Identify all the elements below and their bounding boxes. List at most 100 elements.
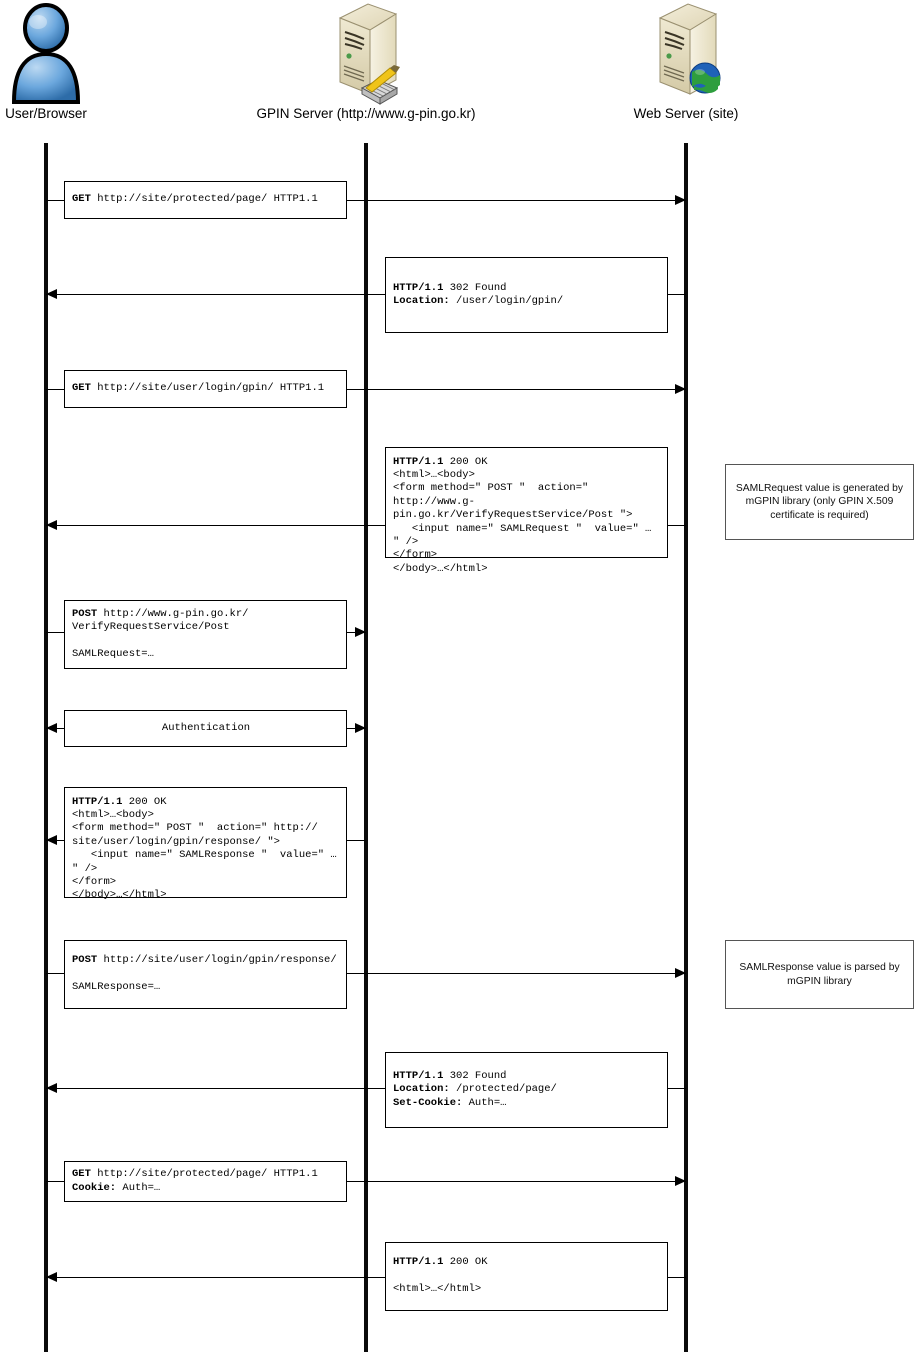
arrow-head-right <box>675 195 686 205</box>
message-text: Authentication <box>162 722 250 735</box>
server-icon-svg <box>658 3 721 95</box>
message-line: GET http://site/protected/page/ HTTP1.1 <box>72 193 340 206</box>
message-line: HTTP/1.1 302 Found <box>393 282 661 295</box>
message-line: HTTP/1.1 200 OK <box>393 456 661 469</box>
message-line-value: <html>…<body> <box>72 809 154 821</box>
message-line: Location: /user/login/gpin/ <box>393 295 661 308</box>
server-globe-icon <box>642 2 730 106</box>
message-line: SAMLRequest=… <box>72 648 340 661</box>
message-line: <html>…<body> <box>72 809 340 822</box>
arrow-line <box>668 294 686 296</box>
message-line-value: 200 OK <box>443 455 488 468</box>
actor-gpin: GPIN Server (http://www.g-pin.go.kr) <box>206 2 526 122</box>
message-line: GET http://site/user/login/gpin/ HTTP1.1 <box>72 382 340 395</box>
message-line: </form> <box>72 876 340 889</box>
message-line: Location: /protected/page/ <box>393 1083 661 1096</box>
message-line: VerifyRequestService/Post <box>72 621 340 634</box>
message-line-value: <form method=" POST " action=" http:// <box>72 822 318 835</box>
note-samlrequest-generation: SAMLRequest value is generated by mGPIN … <box>725 464 914 540</box>
message-line: </body>…</html> <box>72 889 340 902</box>
note-text: SAMLResponse value is parsed by mGPIN li… <box>739 961 900 987</box>
arrow-line <box>347 389 686 391</box>
arrow-line <box>46 632 64 634</box>
message-line: POST http://www.g-pin.go.kr/ <box>72 608 340 621</box>
message-line-value: Authentication <box>161 721 251 734</box>
actor-label-user: User/Browser <box>5 106 87 121</box>
message-line: <input name=" SAMLRequest " value=" … " … <box>393 523 661 550</box>
lifeline-gpin <box>364 143 368 1352</box>
message-line-value: 302 Found <box>443 1069 507 1082</box>
arrow-head-left <box>46 723 57 733</box>
message-line-key: HTTP/1.1 <box>393 1069 444 1082</box>
message-line: <form method=" POST " action=" http://ww… <box>393 482 661 509</box>
message-text: GET http://site/user/login/gpin/ HTTP1.1 <box>72 382 340 395</box>
user-icon <box>7 2 85 106</box>
message-line <box>72 968 340 981</box>
message-line: HTTP/1.1 200 OK <box>72 796 340 809</box>
message-text: GET http://site/protected/page/ HTTP1.1 <box>72 193 340 206</box>
message-line: <html>…</html> <box>393 1283 661 1296</box>
message-line: HTTP/1.1 302 Found <box>393 1070 661 1083</box>
arrow-head-left <box>46 1272 57 1282</box>
message-line-value: 302 Found <box>443 281 507 294</box>
note-samlresponse-parsing: SAMLResponse value is parsed by mGPIN li… <box>725 940 914 1009</box>
message-line: POST http://site/user/login/gpin/respons… <box>72 954 340 967</box>
arrow-head-left <box>46 835 57 845</box>
message-line-value: http://www.g-pin.go.kr/ <box>97 607 249 620</box>
globe-icon-svg <box>689 62 721 94</box>
user-icon-svg <box>11 3 81 104</box>
lifeline-user <box>44 143 48 1352</box>
arrow-line <box>347 1181 686 1183</box>
message-line-key: GET <box>72 193 91 206</box>
pencil-paper-icon-svg <box>360 65 400 105</box>
arrow-line <box>46 1088 385 1090</box>
arrow-line <box>46 1181 64 1183</box>
arrow-head-right <box>355 723 366 733</box>
actor-label-web: Web Server (site) <box>633 106 739 121</box>
message-line-value: /protected/page/ <box>449 1083 557 1096</box>
message-line-key: Set-Cookie: <box>393 1096 463 1109</box>
message-line-key: HTTP/1.1 <box>393 281 444 294</box>
message-box-get-protected-page-request: GET http://site/protected/page/ HTTP1.1 <box>64 181 347 219</box>
message-line: <form method=" POST " action=" http:// <box>72 822 340 835</box>
message-line-key: Cookie: <box>72 1181 117 1194</box>
message-line: pin.go.kr/VerifyRequestService/Post "> <box>393 509 661 522</box>
message-text: POST http://site/user/login/gpin/respons… <box>72 954 340 994</box>
message-line-value: Auth=… <box>116 1181 161 1194</box>
message-line-key: GET <box>72 382 91 395</box>
message-line: site/user/login/gpin/response/ "> <box>72 836 340 849</box>
arrow-line <box>46 973 64 975</box>
message-line: <input name=" SAMLResponse " value=" … "… <box>72 849 340 876</box>
message-line-value: http://site/user/login/gpin/ HTTP1.1 <box>90 382 325 395</box>
arrow-head-right <box>675 1176 686 1186</box>
arrow-line <box>347 973 686 975</box>
arrow-head-right <box>355 627 366 637</box>
message-line-value: http://site/user/login/gpin/response/ <box>97 954 337 967</box>
arrow-line <box>46 200 64 202</box>
message-text: HTTP/1.1 200 OK<html>…<body><form method… <box>393 456 661 577</box>
message-line-value: </body>…</html> <box>393 562 488 575</box>
message-line-key: GET <box>72 1168 91 1181</box>
message-line <box>393 1270 661 1283</box>
arrow-line <box>46 294 385 296</box>
arrow-line <box>347 200 686 202</box>
message-line: Cookie: Auth=… <box>72 1182 340 1195</box>
message-line-value: VerifyRequestService/Post <box>72 621 230 634</box>
lifeline-web <box>684 143 688 1352</box>
message-box-authentication-exchange: Authentication <box>64 710 347 747</box>
message-line-value: pin.go.kr/VerifyRequestService/Post "> <box>393 509 633 522</box>
message-line-value: /user/login/gpin/ <box>449 295 564 307</box>
message-line: GET http://site/protected/page/ HTTP1.1 <box>72 1168 340 1181</box>
message-line-key: HTTP/1.1 <box>393 1256 444 1269</box>
note-text: SAMLRequest value is generated by mGPIN … <box>735 482 904 521</box>
arrow-line <box>46 389 64 391</box>
message-box-post-samlrequest-to-gpin: POST http://www.g-pin.go.kr/VerifyReques… <box>64 600 347 669</box>
message-line-value: <input name=" SAMLRequest " value=" … " … <box>393 522 658 549</box>
server-icon <box>322 2 410 106</box>
arrow-line <box>668 1088 686 1090</box>
